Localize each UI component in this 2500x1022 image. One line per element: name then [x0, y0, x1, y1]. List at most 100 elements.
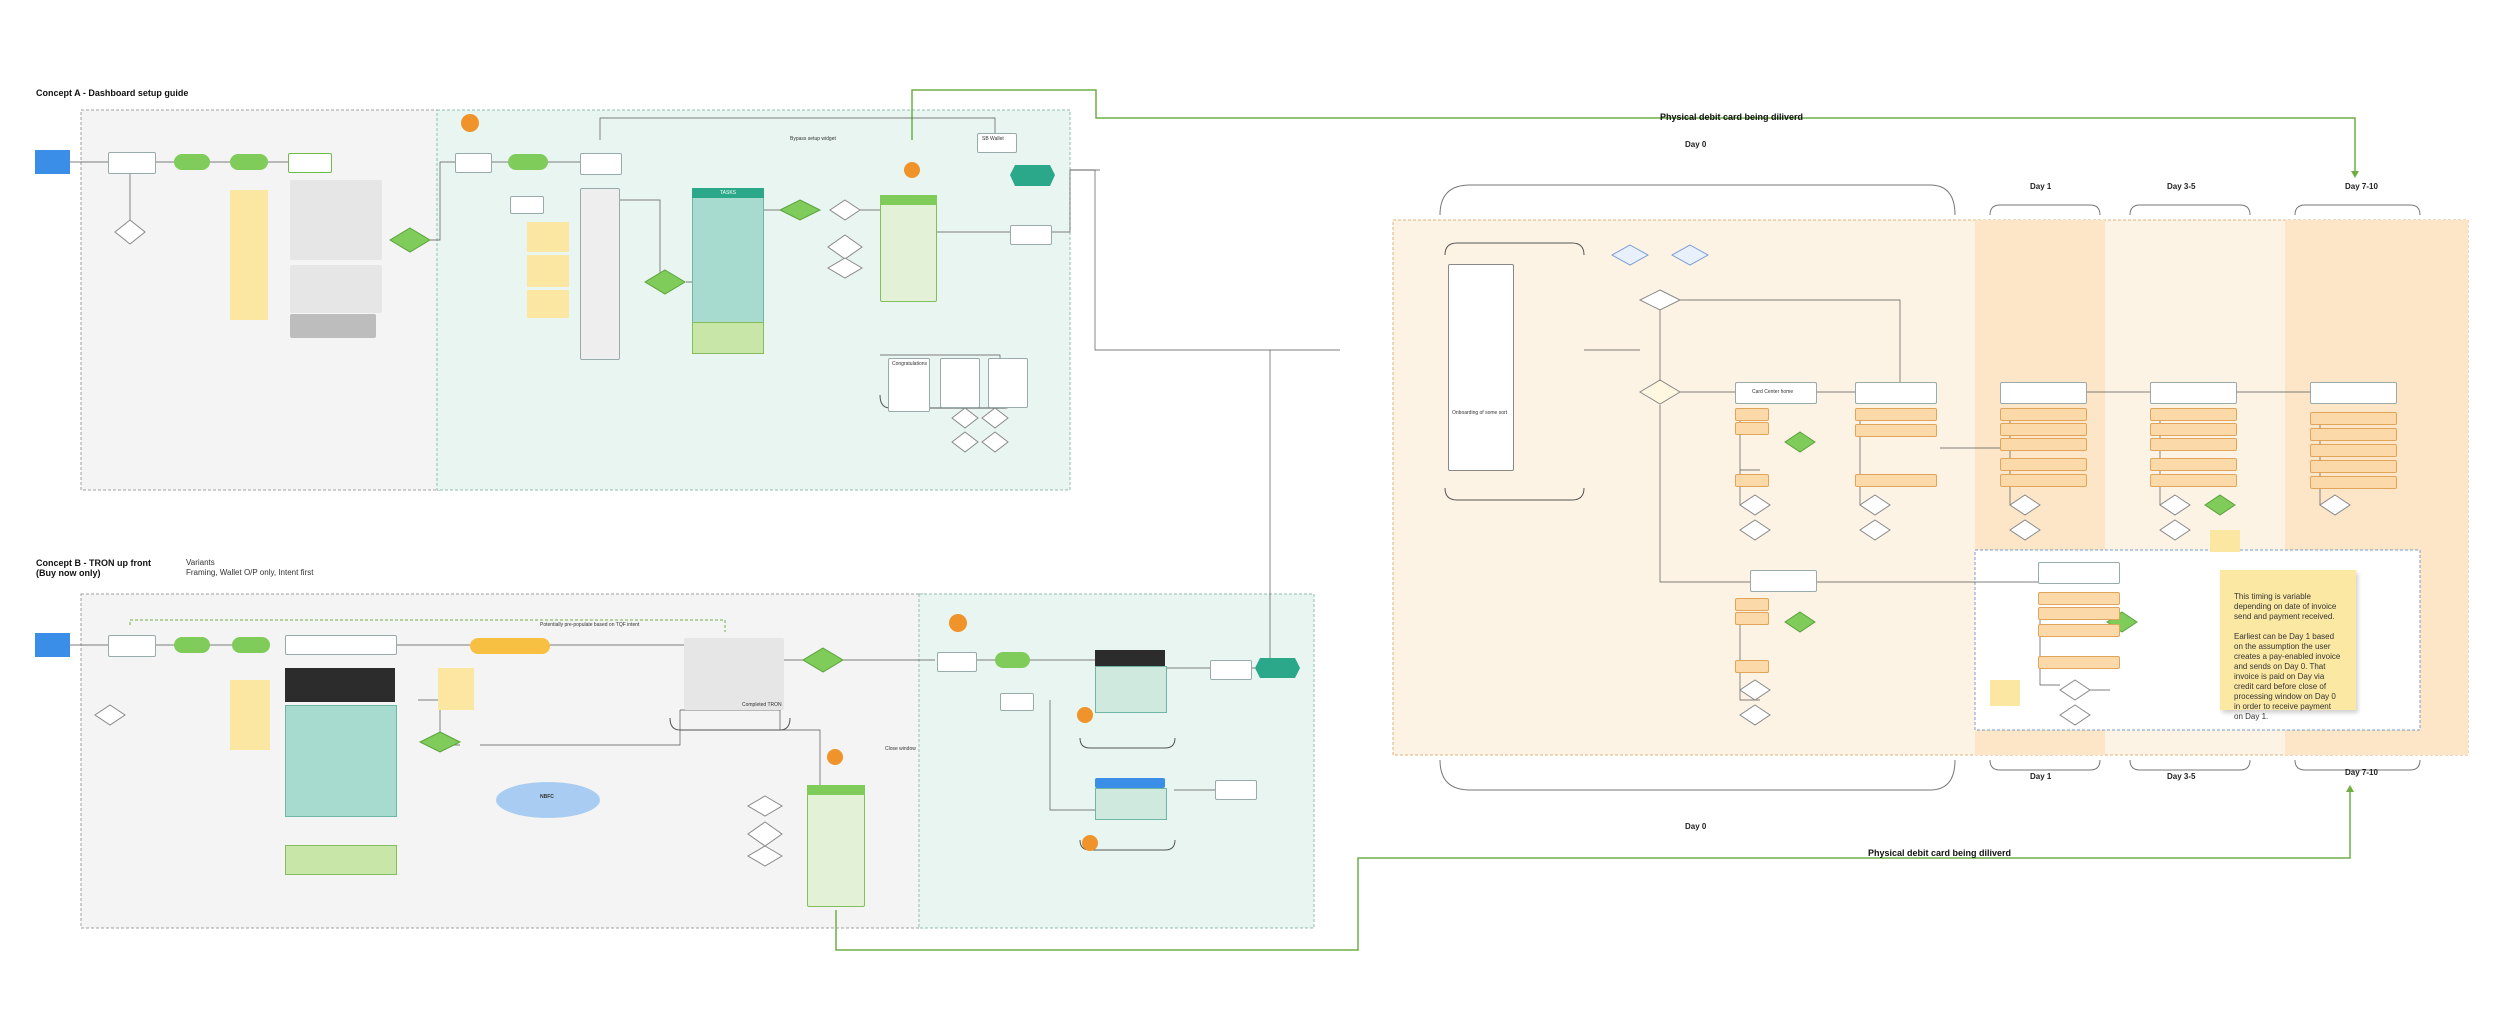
peach-item — [2000, 423, 2087, 436]
peach-item — [1855, 474, 1937, 487]
sticky-note-a4 — [527, 290, 569, 318]
peach-item — [2310, 412, 2397, 425]
sticky-note-b2 — [438, 668, 474, 710]
variants-list: Framing, Wallet O/P only, Intent first — [186, 568, 314, 577]
peach-item — [2038, 607, 2120, 620]
sbo-dashboard-welcome-node[interactable] — [937, 652, 977, 672]
peach-item — [2150, 458, 2237, 471]
day1-top: Day 1 — [2030, 182, 2052, 191]
sbo-dashboard-node-2[interactable] — [580, 153, 622, 175]
peach-item — [2310, 444, 2397, 457]
reuse-label: Bypass setup widget — [790, 136, 836, 142]
dashboard-widget-body — [1095, 666, 1167, 713]
completed-tron-label: Completed TRON — [742, 702, 782, 708]
setup-card-2 — [940, 358, 980, 408]
peach-item — [2310, 460, 2397, 473]
question-block-c — [290, 314, 376, 338]
tasks-green-block — [692, 322, 764, 354]
congratulations-label: Congratulations — [892, 361, 928, 367]
card-center-home-1-label: Card Center home — [1752, 389, 1794, 395]
tasks-header: TASKS — [692, 188, 764, 198]
onboarding-box — [1448, 264, 1514, 471]
banner-top: Physical debit card being diliverd — [1660, 112, 1804, 122]
confirmation-panel — [880, 195, 937, 302]
peach-item — [2000, 474, 2087, 487]
peach-item — [1735, 474, 1769, 487]
congratulations-card — [888, 358, 930, 412]
close-window-label: Close window — [885, 746, 916, 752]
tron-green-block — [285, 845, 397, 875]
peach-item — [2150, 423, 2237, 436]
potential-label: Potentially pre-populate based on TQF in… — [540, 622, 640, 628]
setup-widget-column — [580, 188, 620, 360]
concept-b-title-line1: Concept B - TRON up front — [36, 558, 151, 568]
node-sb-flow[interactable] — [108, 152, 156, 174]
card-center-home-4[interactable] — [2150, 382, 2237, 404]
sticky-note-a1 — [230, 190, 268, 320]
peach-item — [2150, 408, 2237, 421]
card-center-home-7[interactable] — [2038, 562, 2120, 584]
card-center-home-5[interactable] — [2310, 382, 2397, 404]
peach-item — [2310, 476, 2397, 489]
congrats-setup-header — [1095, 778, 1165, 788]
peach-item — [2038, 656, 2120, 669]
peach-item — [1855, 408, 1937, 421]
sb-wallet-node[interactable] — [977, 133, 1017, 153]
concept-b-title-line2: (Buy now only) — [36, 568, 101, 578]
peach-item — [2310, 428, 2397, 441]
node-sb-flow-b[interactable] — [108, 635, 156, 657]
peach-item — [1735, 598, 1769, 611]
sb-wallet-node-2[interactable] — [1010, 225, 1052, 245]
peach-item — [2038, 592, 2120, 605]
day710-top: Day 7-10 — [2345, 182, 2378, 191]
peach-item — [1735, 422, 1769, 435]
confirmation-header — [880, 195, 937, 205]
peach-item — [1735, 660, 1769, 673]
card-center-home-6[interactable] — [1750, 570, 1817, 592]
peach-item — [2000, 408, 2087, 421]
question-block-a — [290, 180, 382, 260]
dashboard-experience-node-b[interactable] — [1000, 693, 1034, 711]
sb-wallet-node-b[interactable] — [1210, 660, 1252, 680]
setup-card-3 — [988, 358, 1028, 408]
dashboard-widget-dark — [1095, 650, 1165, 666]
dashboard-experience-node[interactable] — [510, 196, 544, 214]
sticky-note-a3 — [527, 255, 569, 287]
dark-info-card — [285, 668, 395, 702]
sb-wallet-label: SB Wallet — [982, 136, 1004, 142]
peach-item — [2038, 624, 2120, 637]
peach-item — [2150, 474, 2237, 487]
card-center-home-2[interactable] — [1855, 382, 1937, 404]
day35-bottom: Day 3-5 — [2167, 772, 2196, 781]
variants-label: Variants — [186, 558, 215, 567]
day0-bottom: Day 0 — [1685, 822, 1707, 831]
card-center-home-3[interactable] — [2000, 382, 2087, 404]
concept-a-title: Concept A - Dashboard setup guide — [36, 88, 189, 98]
timing-note-para2: Earliest can be Day 1 based on the assum… — [2234, 632, 2341, 721]
peach-item — [2000, 438, 2087, 451]
tell-us-about-you-node[interactable] — [285, 635, 397, 655]
peach-item — [1855, 424, 1937, 437]
tron-form-panel — [285, 705, 397, 817]
timing-note: This timing is variable depending on dat… — [2220, 570, 2356, 721]
peach-item — [1735, 408, 1769, 421]
question-block-b — [290, 265, 382, 313]
node-wallet-offer[interactable] — [288, 153, 332, 173]
sticky-note-b1 — [230, 680, 270, 750]
peach-item — [2000, 458, 2087, 471]
sb-wallet-node-b2[interactable] — [1215, 780, 1257, 800]
peach-item — [1735, 612, 1769, 625]
sticky-note-t2 — [1990, 680, 2020, 706]
confirmation-header-b — [807, 785, 865, 795]
sticky-note-t1 — [2210, 530, 2240, 552]
day35-top: Day 3-5 — [2167, 182, 2196, 191]
confirmation-panel-b — [807, 785, 865, 907]
peach-item — [2150, 438, 2237, 451]
banner-bottom: Physical debit card being diliverd — [1868, 848, 2012, 858]
nbfc-label: NBFC — [540, 794, 554, 800]
sbo-dashboard-node[interactable] — [455, 153, 492, 173]
congrats-setup-body — [1095, 788, 1167, 820]
card-center-home-1[interactable] — [1735, 382, 1817, 404]
day0-top: Day 0 — [1685, 140, 1707, 149]
day1-bottom: Day 1 — [2030, 772, 2052, 781]
